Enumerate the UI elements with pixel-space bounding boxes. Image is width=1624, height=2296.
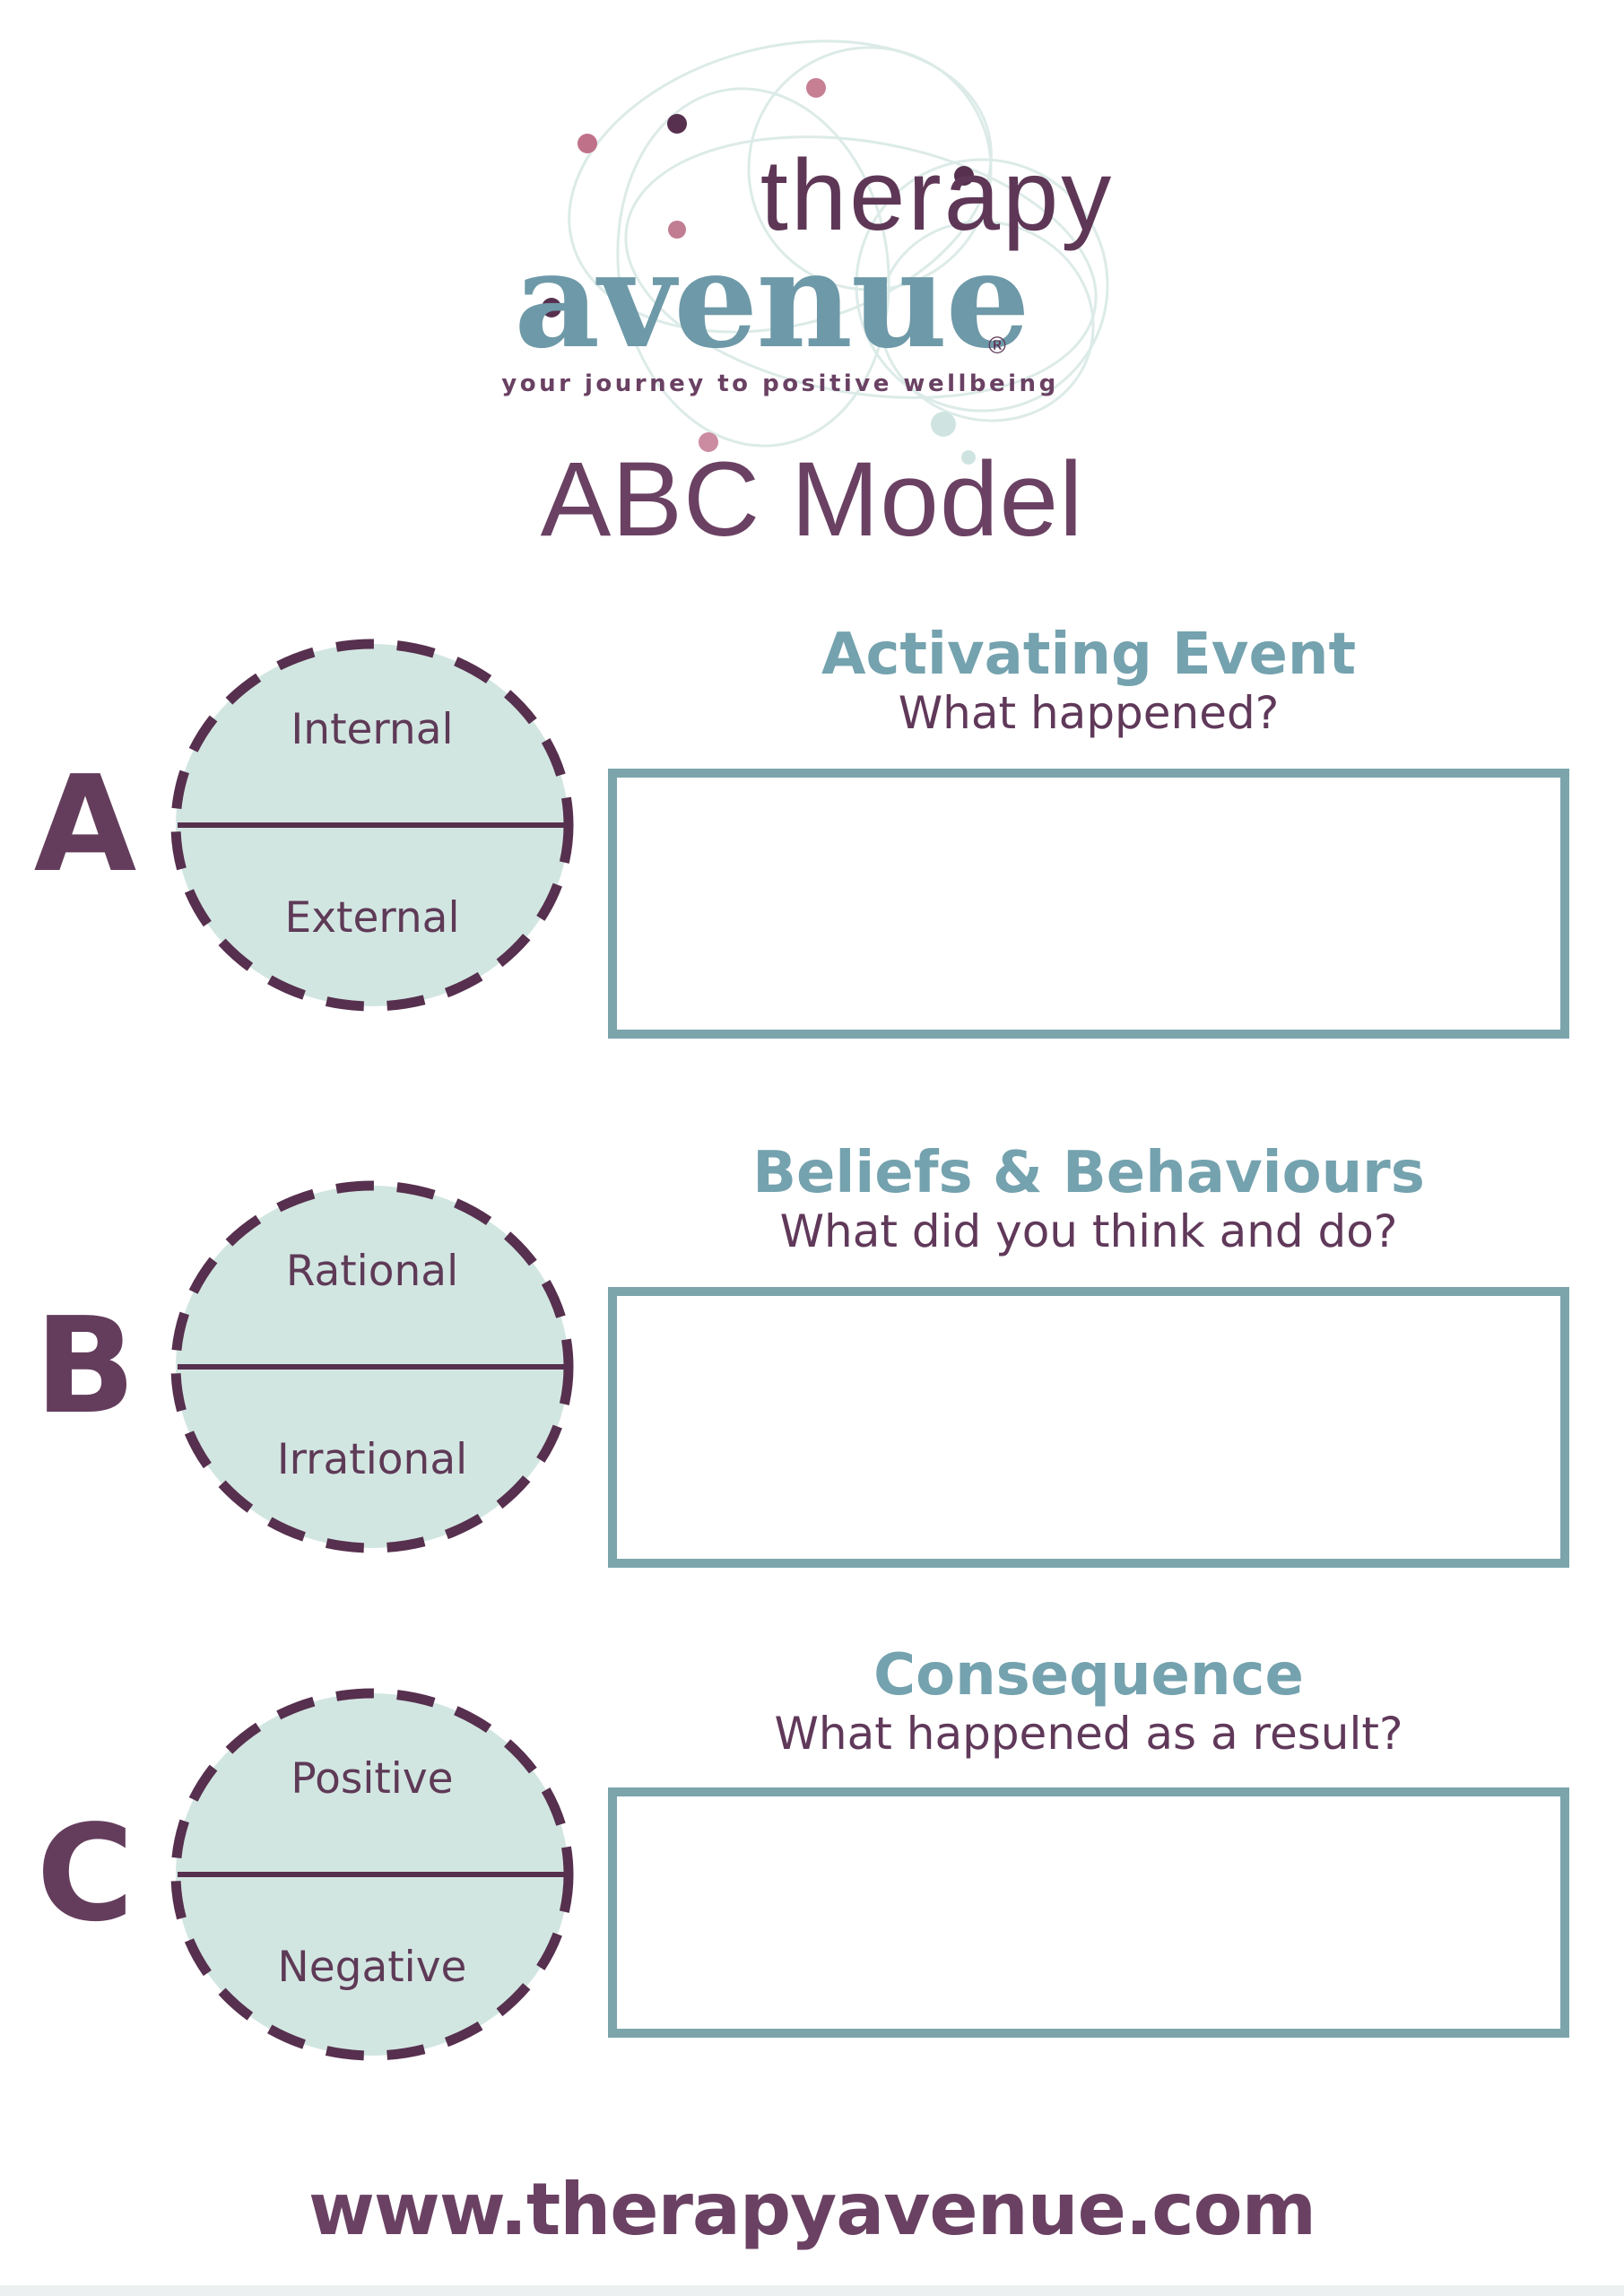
logo-registered-mark: ® — [986, 333, 1009, 360]
circle-top-label: Positive — [291, 1754, 454, 1804]
section-b-circle-diagram: Rational Irrational — [170, 1180, 574, 1553]
section-letter-a: A — [33, 747, 137, 901]
logo-node-dots-icon — [542, 78, 976, 465]
activating-event-answer-box[interactable] — [608, 769, 1569, 1039]
dashed-circle-icon — [170, 1180, 574, 1553]
section-b-question: What did you think and do? — [779, 1205, 1398, 1257]
section-a-heading: Activating Event — [821, 622, 1357, 688]
logo-tagline: your journey to positive wellbeing — [501, 370, 1058, 397]
logo-word-therapy: therapy — [760, 139, 1115, 251]
section-c-question: What happened as a result? — [774, 1708, 1403, 1760]
circle-top-label: Internal — [291, 705, 454, 754]
dashed-circle-icon — [170, 639, 574, 1012]
circle-bottom-label: Negative — [277, 1943, 467, 1992]
section-b-heading: Beliefs & Behaviours — [752, 1140, 1425, 1206]
logo-network-circles-icon — [568, 39, 1109, 448]
circle-bottom-label: External — [284, 893, 460, 943]
section-letter-c: C — [36, 1796, 135, 1951]
dashed-circle-icon — [170, 1688, 574, 2061]
section-c-heading: Consequence — [873, 1642, 1304, 1709]
logo-word-avenue: avenue — [514, 222, 1028, 378]
circle-bottom-label: Irrational — [276, 1435, 468, 1484]
circle-top-label: Rational — [285, 1247, 459, 1296]
footer-website-url: www.therapyavenue.com — [308, 2168, 1316, 2251]
section-letter-b: B — [34, 1289, 136, 1443]
section-a-question: What happened? — [898, 687, 1280, 739]
page-bottom-edge — [0, 2285, 1624, 2296]
consequence-answer-box[interactable] — [608, 1787, 1569, 2038]
page-title: ABC Model — [540, 440, 1084, 559]
section-a-circle-diagram: Internal External — [170, 639, 574, 1012]
beliefs-behaviours-answer-box[interactable] — [608, 1287, 1569, 1568]
therapy-avenue-logo: therapy avenue ® your journey to positiv… — [501, 39, 1115, 465]
section-c-circle-diagram: Positive Negative — [170, 1688, 574, 2061]
